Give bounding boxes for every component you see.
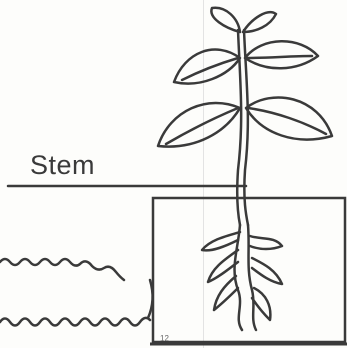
leaf-vein	[166, 108, 238, 144]
leaf-mid-right	[245, 41, 318, 68]
leaf-vein	[247, 56, 312, 58]
root-branch	[250, 236, 282, 249]
root-branch	[202, 232, 240, 250]
yarn-icon	[0, 259, 124, 280]
plant-icon	[158, 8, 332, 330]
root-branch	[252, 288, 270, 320]
leaf-vein	[248, 108, 326, 134]
leaf-top-right	[243, 12, 276, 32]
roots-icon	[202, 225, 282, 330]
leaf-top-left	[211, 8, 240, 32]
corner-mark: 12	[160, 334, 169, 343]
yarn-strand-lower	[0, 318, 150, 326]
root-branch	[252, 258, 282, 284]
root-main-outline	[248, 225, 256, 330]
stem-label: Stem	[30, 150, 95, 181]
